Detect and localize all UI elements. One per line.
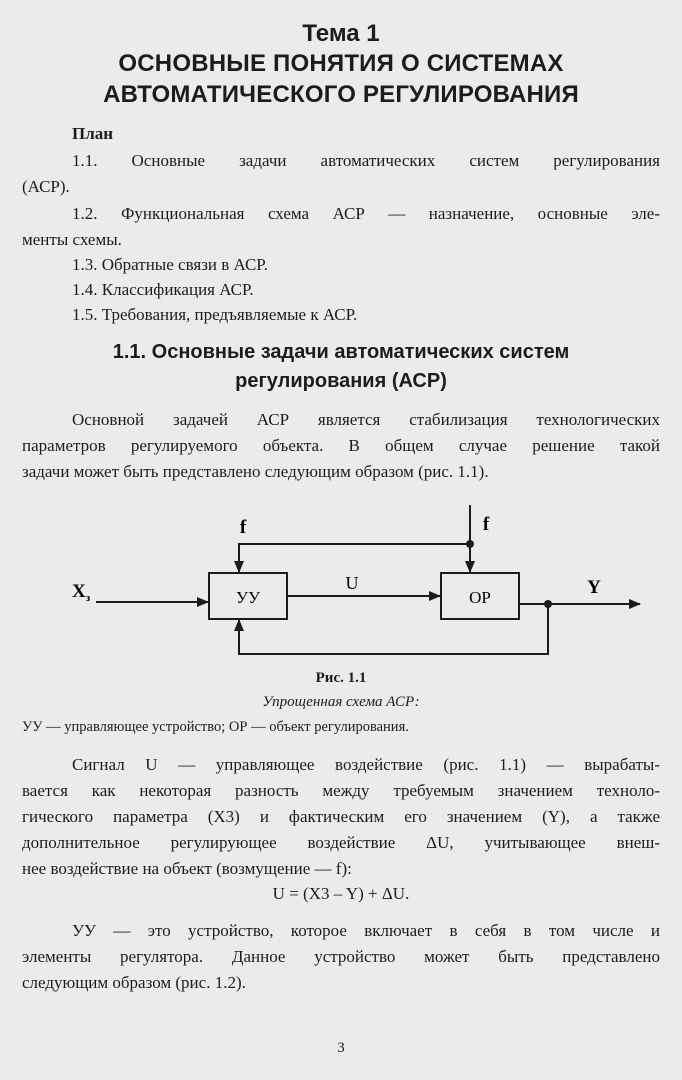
plan-item-1-line-1: 1.1. Основные задачи автоматических сист… <box>72 151 660 170</box>
controller-label: УУ <box>236 588 261 607</box>
input-label: Xз <box>72 581 91 604</box>
figure-caption: Рис. 1.1 <box>315 670 367 686</box>
object-label: ОР <box>469 588 491 607</box>
feedback-loop <box>234 604 549 655</box>
formula: U = (X3 – Y) + ΔU. <box>272 884 410 903</box>
para3-line-3: следующим образом (рис. 1.2). <box>22 973 246 992</box>
para2-line-5: нее воздействие на объект (возмущение — … <box>22 859 352 878</box>
para2-line-4: дополнительное регулирующее воздействие … <box>22 833 660 852</box>
plan-item-2-line-2: менты схемы. <box>22 230 122 249</box>
para3-line-2: элементы регулятора. Данное устройство м… <box>22 947 660 966</box>
intro-line-2: параметров регулируемого объекта. В обще… <box>22 436 660 455</box>
chapter-title-line-1: ОСНОВНЫЕ ПОНЯТИЯ О СИСТЕМАХ <box>118 50 564 77</box>
branch-point-output <box>544 600 552 608</box>
para2-line-2: вается как некоторая разность между треб… <box>22 781 660 800</box>
page-number: 3 <box>337 1040 345 1056</box>
topic-number: Тема 1 <box>302 20 380 47</box>
plan-item-1-line-2: (АСР). <box>22 177 70 196</box>
plan-item-4: 1.4. Классификация АСР. <box>72 280 254 299</box>
para3-line-1: УУ — это устройство, которое включает в … <box>72 921 660 940</box>
para2-line-3: гического параметра (X3) и фактическим е… <box>22 807 660 826</box>
plan-heading: План <box>72 124 114 143</box>
branch-point-disturbance <box>466 540 474 548</box>
plan-item-5: 1.5. Требования, предъявляемые к АСР. <box>72 305 358 324</box>
intro-line-3: задачи может быть представлено следующим… <box>22 462 489 481</box>
plan-item-3: 1.3. Обратные связи в АСР. <box>72 255 268 274</box>
para2-line-1: Сигнал U — управляющее воздействие (рис.… <box>72 755 660 774</box>
object-block <box>440 572 520 620</box>
section-heading-line-1: 1.1. Основные задачи автоматических сист… <box>112 341 570 363</box>
signal-label: U <box>346 573 359 593</box>
plan-item-2-line-1: 1.2. Функциональная схема АСР — назначен… <box>72 204 660 223</box>
disturbance-label-left: f <box>240 517 247 538</box>
chapter-title-line-2: АВТОМАТИЧЕСКОГО РЕГУЛИРОВАНИЯ <box>103 81 579 108</box>
intro-line-1: Основной задачей АСР является стабилизац… <box>72 410 660 429</box>
disturbance-to-controller <box>234 543 470 573</box>
figure-subtitle: Упрощенная схема АСР: <box>262 694 420 710</box>
output-label: Y <box>587 577 601 598</box>
section-heading-line-2: регулирования (АСР) <box>235 370 447 392</box>
figure-legend: УУ — управляющее устройство; ОР — объект… <box>22 719 409 735</box>
disturbance-label-right: f <box>483 514 490 535</box>
